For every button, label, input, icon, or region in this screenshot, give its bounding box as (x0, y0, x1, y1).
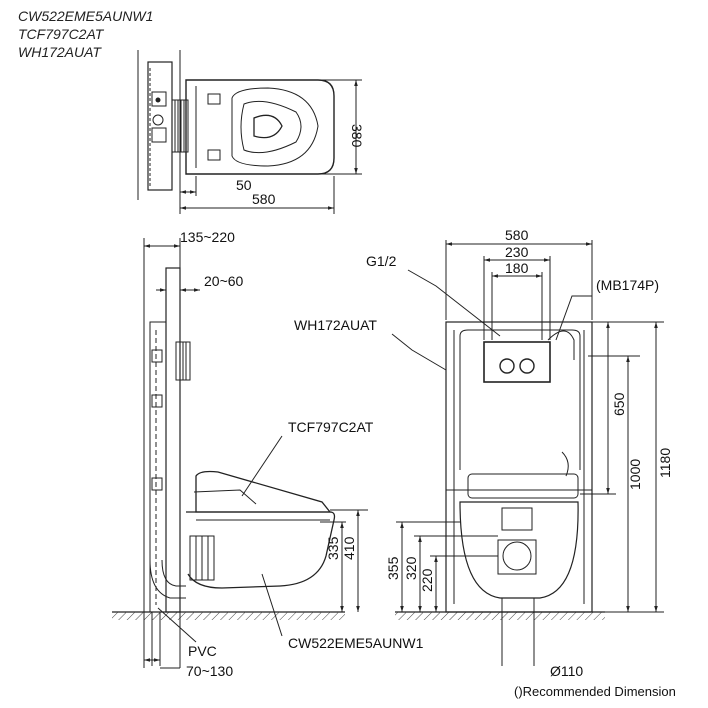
dim-pipe: Ø110 (550, 663, 583, 679)
dim-top-depth: 380 (349, 124, 365, 148)
side-view (112, 238, 368, 669)
label-frame: WH172AUAT (294, 317, 377, 333)
dim-pvc-range: 70~130 (186, 663, 233, 679)
note-recommended: ()Recommended Dimension (514, 684, 676, 699)
dim-h-355: 355 (385, 556, 401, 580)
dim-h-650: 650 (611, 392, 627, 416)
side-connector (175, 341, 191, 381)
label-inlet: G1/2 (366, 253, 397, 269)
dim-h-1180: 1180 (657, 448, 673, 478)
label-flush-plate: (MB174P) (596, 277, 659, 293)
dim-h-320: 320 (403, 556, 419, 580)
dim-height-410: 410 (341, 536, 357, 560)
dim-top-offset: 50 (236, 177, 252, 193)
model-label-seat: TCF797C2AT (18, 26, 104, 42)
dim-h-1000: 1000 (627, 459, 643, 490)
dim-plate-width: 230 (505, 244, 529, 260)
dim-h-220: 220 (419, 568, 435, 592)
dim-button-spacing: 180 (505, 260, 529, 276)
model-label-frame: WH172AUAT (18, 44, 101, 60)
dim-top-width: 580 (252, 191, 276, 207)
dim-frame-depth: 135~220 (180, 229, 235, 245)
label-seat: TCF797C2AT (288, 419, 374, 435)
dim-height-335: 335 (325, 536, 341, 560)
top-connector (171, 99, 189, 153)
label-bowl: CW522EME5AUNW1 (288, 635, 424, 651)
flush-plate (483, 341, 551, 383)
dim-front-width: 580 (505, 227, 529, 243)
front-view (391, 240, 664, 666)
top-view (137, 50, 362, 214)
label-pvc: PVC (188, 643, 217, 659)
dim-wall-gap: 20~60 (204, 273, 244, 289)
model-label-toilet: CW522EME5AUNW1 (18, 8, 154, 24)
